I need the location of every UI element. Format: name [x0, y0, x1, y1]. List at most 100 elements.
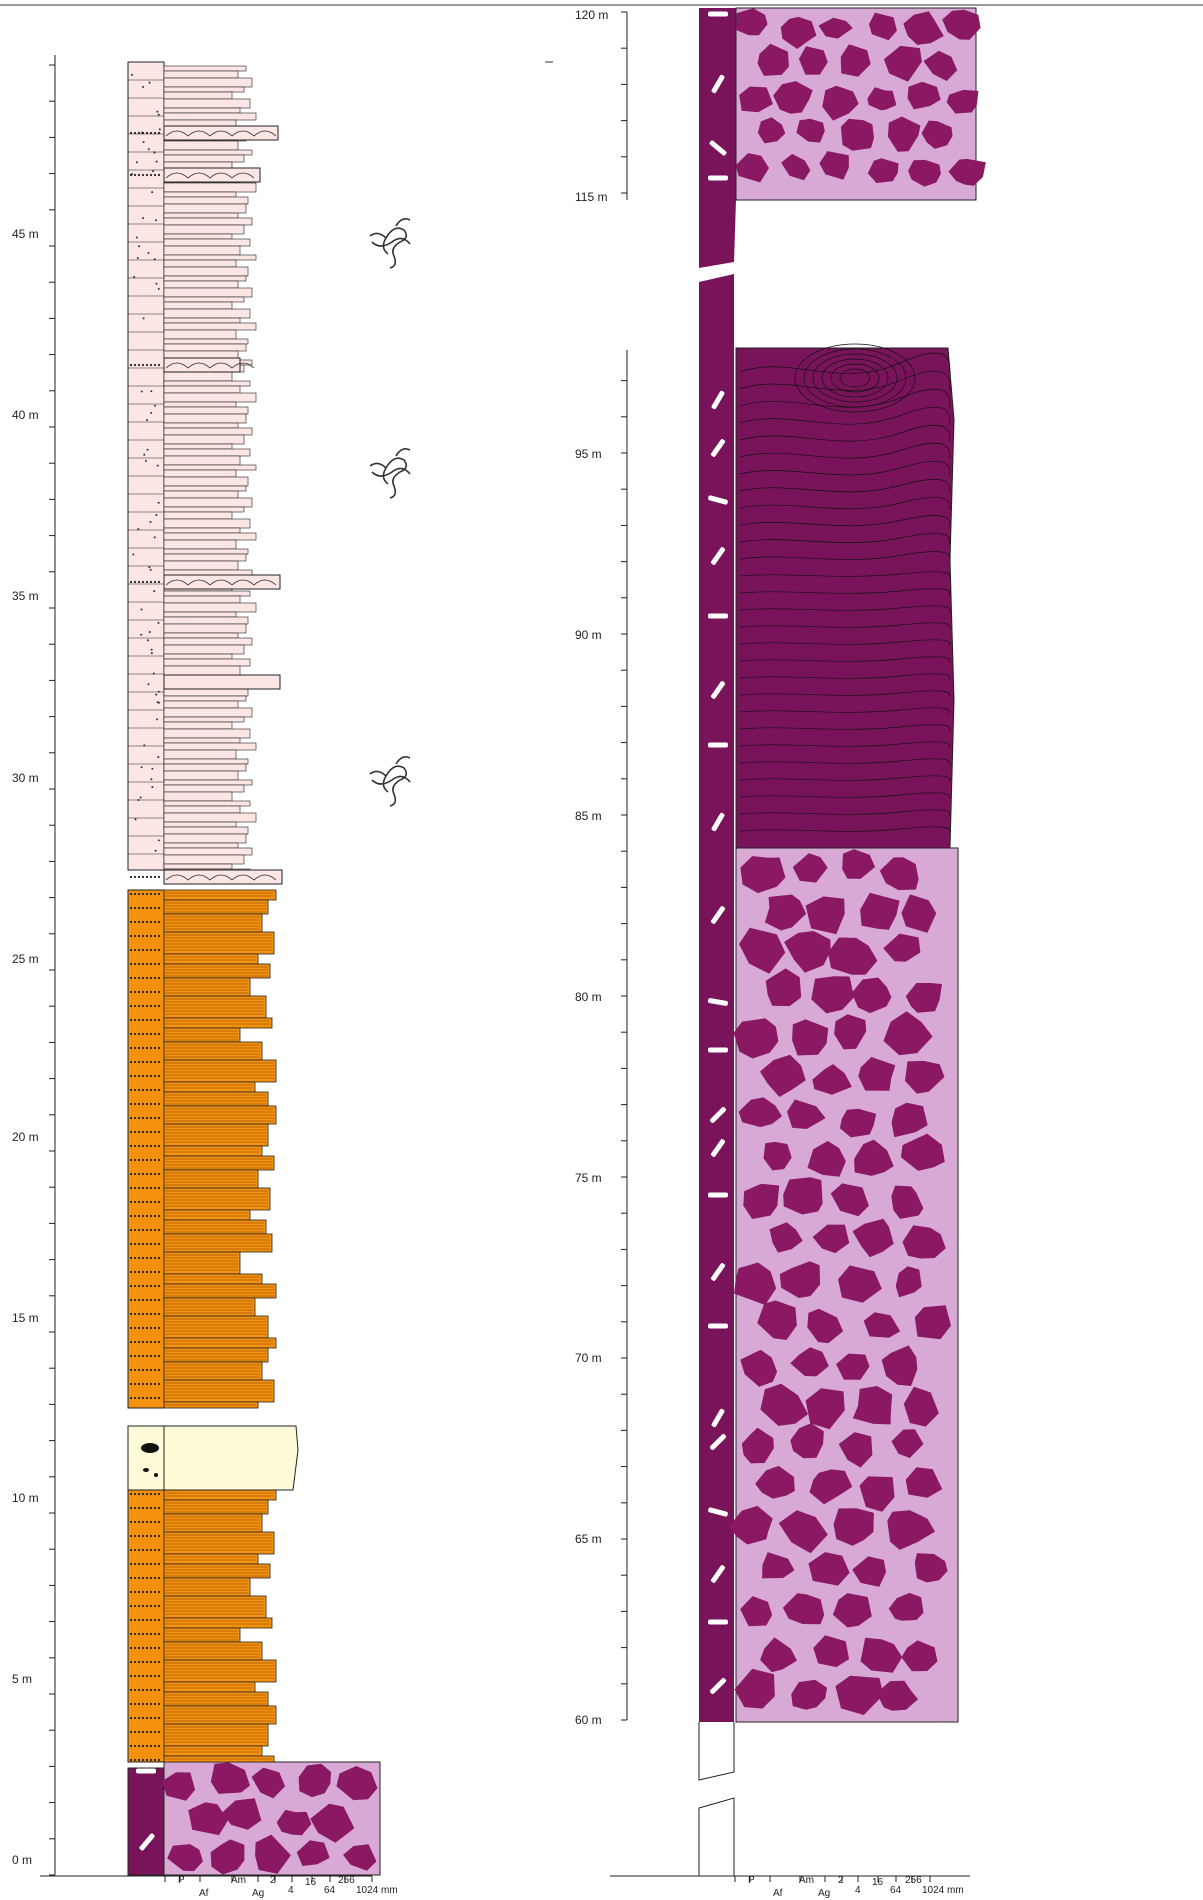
depth-label: 40 m [12, 408, 39, 422]
grain-dot [155, 514, 158, 517]
grain-dot [157, 1618, 161, 1622]
grain-dot [133, 1256, 137, 1260]
breccia-clast [900, 1133, 945, 1171]
grain-dot [141, 1060, 145, 1064]
grain-dot [141, 1242, 145, 1246]
siltstone-bed [163, 821, 237, 828]
siltstone-bed [163, 112, 257, 121]
grain-dot [153, 173, 157, 177]
grain-label: 1024 mm [356, 1885, 398, 1896]
depth-label: 70 m [575, 1351, 602, 1365]
grain-dot [138, 245, 141, 248]
grain-dot [137, 528, 140, 531]
grain-dot [149, 948, 153, 952]
ripple-bed [163, 869, 283, 885]
grain-dot [140, 390, 143, 393]
grain-dot [129, 1646, 133, 1650]
grain-dot [141, 1520, 145, 1524]
siltstone-bed [163, 595, 241, 604]
sandstone-bed [163, 1723, 269, 1747]
grain-dot [137, 1298, 141, 1302]
grain-dot [137, 962, 141, 966]
grain-dot [133, 1730, 137, 1734]
grain-dot [137, 1172, 141, 1176]
grain-dot [149, 976, 153, 980]
breccia-clast [907, 81, 941, 110]
grain-label: 16 [305, 1877, 317, 1888]
fiamme-mark [708, 11, 728, 17]
grain-dot [147, 251, 150, 254]
grain-dot [137, 1548, 141, 1552]
siltstone-bed [163, 737, 241, 744]
grain-dot [145, 1032, 149, 1036]
grain-dot [149, 1046, 153, 1050]
grain-dot [157, 1144, 161, 1148]
grain-dot [149, 1130, 153, 1134]
siltstone-bed [163, 602, 257, 613]
grain-label: Am [799, 1875, 814, 1886]
flow-line [739, 809, 951, 817]
breccia-clast [883, 1011, 933, 1056]
grain-dot [157, 1172, 161, 1176]
grain-dot [137, 892, 141, 896]
grain-dot [141, 1102, 145, 1106]
grain-dot [141, 1548, 145, 1552]
grain-dot [145, 1298, 149, 1302]
siltstone-bed [163, 338, 249, 345]
grain-label: Ag [818, 1888, 830, 1899]
grain-dot [129, 1046, 133, 1050]
grain-dot [145, 1158, 149, 1162]
ripple-lamina [165, 130, 277, 137]
grain-dot [157, 948, 161, 952]
grain-dot [139, 796, 142, 799]
grain-dot [157, 690, 160, 693]
grain-dot [145, 1730, 149, 1734]
grain-dot [145, 1604, 149, 1608]
grain-label: 256 [905, 1875, 922, 1886]
grain-dot [137, 363, 141, 367]
breccia-clast [948, 158, 986, 186]
grain-dot [133, 1660, 137, 1664]
breccia-clast [901, 894, 937, 933]
flow-line [739, 515, 951, 528]
grain-dot [149, 1018, 153, 1022]
grain-dot [153, 580, 157, 584]
grain-dot [153, 1506, 157, 1510]
grain-dot [137, 173, 141, 177]
grain-dot [157, 1382, 161, 1386]
grain-dot [141, 1492, 145, 1496]
siltstone-bed [163, 623, 247, 634]
depth-label: 90 m [575, 628, 602, 642]
grain-dot [153, 1604, 157, 1608]
grain-label: 2 [838, 1875, 844, 1886]
siltstone-bed [163, 863, 233, 870]
breccia-clast [863, 1312, 901, 1338]
grain-dot [149, 1242, 153, 1246]
siltstone-bed [163, 70, 239, 79]
grain-dot [142, 317, 145, 320]
grain-dot [137, 1562, 141, 1566]
siltstone-bed [163, 758, 249, 765]
grain-dot [129, 1158, 133, 1162]
grain-dot [153, 1492, 157, 1496]
siltstone-bed [163, 560, 239, 571]
grain-dot [137, 1242, 141, 1246]
grain-label: Ag [252, 1888, 264, 1899]
siltstone-bed [163, 191, 237, 198]
sandstone-bed [163, 1145, 263, 1157]
siltstone-bed [163, 497, 253, 508]
breccia-clast [296, 1840, 330, 1866]
grain-dot [133, 1130, 137, 1134]
grain-dot [153, 1172, 157, 1176]
fiamme-mark [711, 1263, 725, 1281]
grain-dot [149, 1144, 153, 1148]
grain-dot [145, 1744, 149, 1748]
grain-dot [157, 1102, 161, 1106]
grain-dot [157, 934, 161, 938]
grain-dot [149, 1632, 153, 1636]
grain-dot [137, 1018, 141, 1022]
grain-dot [129, 1340, 133, 1344]
column-gap [698, 1722, 735, 1876]
siltstone-bed [163, 833, 247, 844]
grain-dot [129, 1284, 133, 1288]
